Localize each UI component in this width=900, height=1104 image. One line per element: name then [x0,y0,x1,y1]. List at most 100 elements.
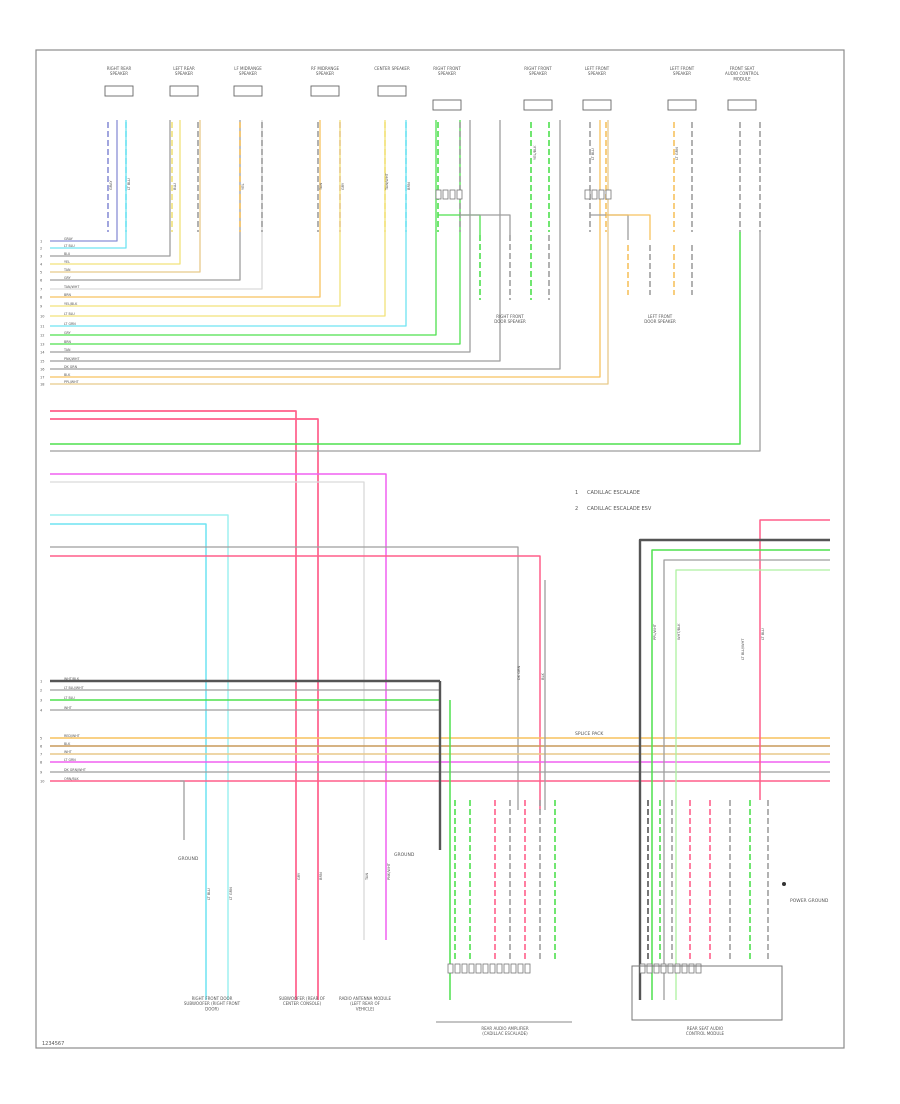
bottom-connector-mid-pin-1 [489,963,496,974]
bus-row-wire-2 [50,120,127,249]
splice-branch-left-1 [438,214,481,235]
bus-row-wire-3 [50,120,171,257]
low-row-number-5: 5 [40,737,42,741]
splice-pack-note: SPLICE PACK [575,731,604,737]
low-row-label-3: LT BLU [64,696,75,700]
low-row-number-10: 10 [40,780,44,784]
bus-row-number-1: 1 [40,240,42,244]
bus-row-label-6: GRY [64,276,72,280]
drop-wire-tag-10: LT BLU [591,148,595,160]
bus-row-label-11: LT GRN [64,322,76,326]
mid-component-label-2-line-1: LEFT FRONT [648,314,673,319]
top-component-box-9 [667,99,697,111]
low-row-number-9: 9 [40,771,42,775]
splice-connector-right-pin-2 [591,189,598,200]
bottom-connector-right-pin-4 [660,963,667,974]
lower-wire-tag-10: WHT/BLK [677,623,681,640]
drop-wire-tag-8: BRN [407,182,411,190]
low-row-number-1: 1 [40,680,42,684]
bus-row-wire-15 [50,120,501,362]
lower-wire-tag-1: LT BLU [207,888,211,900]
bottom-component-label-5-line-1: REAR SEAT AUDIO [687,1026,723,1031]
bus-row-number-8: 8 [40,296,42,300]
splice-connector-left-pin-1 [435,189,442,200]
ground-note-right: POWER GROUND [790,898,829,904]
bus-row-label-18: PPL/WHT [64,380,80,384]
bottom-connector-left-pin-3 [461,963,468,974]
mid-component-label-2-line-2: DOOR SPEAKER [644,319,676,324]
bus-row-number-15: 15 [40,360,44,364]
splice-connector-left-pin-4 [456,189,463,200]
bus-row-number-3: 3 [40,255,42,259]
light-blue-wire-1 [50,523,207,1000]
bus-row-number-6: 6 [40,279,42,283]
drop-wire-tag-3: BLU [173,183,177,190]
top-component-label-1-line-1: RIGHT REAR [107,66,132,71]
top-component-label-7-line-2: SPEAKER [529,71,547,76]
top-component-label-10-line-3: MODULE [733,76,751,81]
top-component-box-2 [169,85,199,97]
lower-wire-tag-3: GRY [297,872,301,880]
legend-text-2: CADILLAC ESCALADE ESV [587,506,652,512]
top-component-label-9-line-2: SPEAKER [673,71,691,76]
bus-row-number-10: 10 [40,315,44,319]
splice-connector-left-pin-3 [449,189,456,200]
low-row-label-1: WHT/BLK [64,677,80,681]
top-component-label-6-line-1: RIGHT FRONT [433,66,461,71]
bus-row-label-16: DK GRN [64,365,78,369]
violet-wire-1 [50,473,387,940]
bottom-component-label-4: REAR AUDIO AMPLIFIER(CADILLAC ESCALADE) [481,1026,528,1036]
legend-symbol-2: 2 [575,506,578,512]
bottom-connector-right-pin-6 [674,963,681,974]
bus-row-label-5: TAN [63,268,71,272]
drop-wire-tag-1: GRAY [109,180,113,190]
bus-row-wire-1 [50,120,118,242]
drop-wire-tag-2: LT BLU [127,178,131,190]
lower-wire-tag-4: BRN [319,872,323,880]
pink-power-wire-1 [50,410,297,1000]
bus-row-wire-5 [50,120,201,273]
bottom-connector-right-pin-1 [639,963,646,974]
bus-row-number-4: 4 [40,263,43,267]
pink-wire-mid [50,555,541,810]
bus-row-wire-16 [50,120,561,370]
rear-seat-module-box [631,965,783,1021]
low-row-number-4: 4 [40,709,43,713]
lower-wire-tag-9: PPL/WHT [653,623,657,640]
top-component-label-10-line-2: AUDIO CONTROL [725,71,760,76]
bus-row-number-11: 11 [40,325,44,329]
lower-wire-tag-2: LT GRN [229,887,233,900]
splice-connector-right-pin-3 [598,189,605,200]
bus-row-number-17: 17 [40,376,44,380]
splice-branch-right-1 [590,214,629,240]
bottom-connector-mid-pin-3 [503,963,510,974]
pink-power-wire-2 [50,418,319,1000]
cyan-wire-1 [50,514,229,1000]
drop-wire-tag-11: LT GRN [675,147,679,160]
ground-drop-left [180,780,185,840]
top-component-label-1-line-2: SPEAKER [110,71,128,76]
drop-wire-tag-6: GRY [341,182,345,190]
splice-branch-left-2 [460,214,511,235]
bus-row-wire-8 [50,120,321,298]
top-component-label-7-line-1: RIGHT FRONT [524,66,552,71]
bottom-connector-mid-pin-4 [510,963,517,974]
bus-row-wire-6 [50,120,241,281]
top-component-label-8-line-2: SPEAKER [588,71,606,76]
wires-layer [50,120,830,1000]
top-component-label-3-line-1: LF MIDRANGE [234,66,262,71]
diagram-frame [35,49,845,1049]
bottom-connector-left-pin-4 [468,963,475,974]
top-component-box-8 [582,99,612,111]
bus-row-number-16: 16 [40,368,44,372]
low-row-label-8: LT GRN [64,758,76,762]
bus-row-wire-10 [50,120,386,317]
